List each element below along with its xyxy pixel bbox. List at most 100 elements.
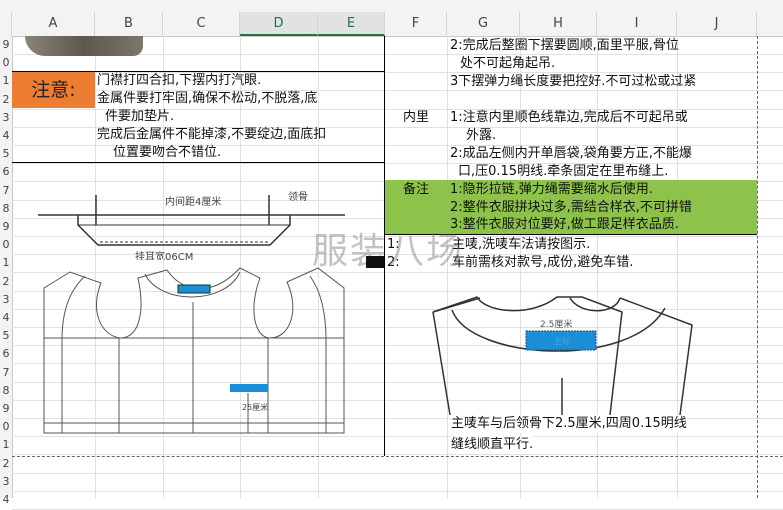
notice-line: 金属件要打牢固,确保不松动,不脱落,底 [97,91,318,106]
grid-row-line [12,345,783,347]
diagram-top-label: 内间距4厘米 [165,195,221,208]
row-header[interactable]: 7 [2,183,10,197]
remarks-line: 1:隐形拉链,弹力绳需要缩水后使用. [450,182,653,197]
row-header[interactable]: 6 [2,347,10,361]
row-header[interactable]: 2 [2,456,10,470]
grid-row-line [12,126,783,128]
row-header[interactable]: 4 [2,129,10,142]
row-header[interactable]: 1 [2,256,10,270]
row-header[interactable]: 9 [2,220,10,233]
grid-row-line [12,327,783,328]
row-header[interactable]: 5 [2,147,10,161]
grid-row-line [12,254,783,256]
row-header[interactable]: 0 [2,420,10,434]
row-header[interactable]: 8 [2,201,10,215]
watermark: 服装八场 [312,231,465,272]
column-header-b[interactable]: B [95,12,163,36]
grid-row-line [12,272,783,274]
row-header[interactable]: 3 [2,474,10,488]
notice-label: 注意: [12,72,95,108]
lining-line: 外露. [466,128,497,143]
row-header[interactable]: 7 [2,365,10,379]
notice-line: 件要加垫片. [105,109,175,124]
label-num: 1: [387,237,400,252]
diagram-bottom-label: 挂耳宽06CM [135,250,193,260]
grid-row-line [12,399,783,401]
grid-column-line [95,36,96,498]
garment-pattern-diagram: 25厘米 [43,267,345,434]
column-header-h[interactable]: H [520,12,597,36]
row-header[interactable]: 0 [2,56,10,70]
grid-column-line [447,36,448,498]
grid-row-line [12,108,783,110]
distance-label: 25厘米 [242,402,268,412]
grid-column-line [240,36,241,498]
caption-line: 主唛车与后领骨下2.5厘米,四周0.15明线 [451,415,687,433]
row-header[interactable]: 3 [2,110,10,124]
grid-row-line [12,418,783,419]
column-header-f[interactable]: F [385,12,447,36]
row-header[interactable]: 0 [2,238,10,252]
select-all-corner[interactable] [0,12,12,36]
column-header-bar: A B C D E F G H I J [0,12,783,37]
main-label-tag [177,284,211,294]
grid-column-line [677,36,678,498]
row-header[interactable]: 9 [2,38,10,51]
notice-line: 门襟打四合扣,下摆内打汽眼. [97,73,262,88]
remarks-line: 3:整件衣服对位要好,做工跟足样衣品质. [450,217,679,232]
notice-line: 位置要吻合不错位. [113,145,222,160]
row-header[interactable]: 6 [2,165,10,179]
grid-row-line [12,381,783,383]
grid-row-line [12,363,783,365]
remarks-label: 备注 [403,182,430,197]
label-num: 2: [387,255,400,270]
lining-label: 内里 [403,110,430,125]
border [385,234,757,235]
row-header[interactable]: 9 [2,402,10,415]
row-header[interactable]: 8 [2,383,10,397]
grid-row-line [12,236,783,237]
grid-column-line [597,36,598,498]
distance-label: 2.5厘米 [540,318,572,330]
back-collar-diagram: 主标 2.5厘米 [432,296,693,415]
row-header[interactable]: 2 [2,92,10,106]
lining-line: 口,压0.15明线.牵条固定在里布缝上. [458,164,669,179]
page-break [757,36,758,498]
label-line: 主唛,洗唛车法请按图示. [452,237,591,252]
hem-line: 2:完成后整圈下摆要圆顺,面里平服,骨位 [450,38,679,53]
grid-row-line [12,308,783,310]
grid-row-line [12,163,783,165]
grid-column-line [318,36,319,498]
column-header-e[interactable]: E [318,12,385,36]
row-header[interactable]: 5 [2,329,10,343]
product-photo [25,36,143,56]
grid-row-line [12,290,783,292]
row-header[interactable]: 3 [2,292,10,306]
notice-line: 完成后金属件不能掉漆,不要绽边,面底扣 [97,127,327,142]
column-header-g[interactable]: G [447,12,520,36]
label-line: 车前需核对款号,成份,避免车错. [452,255,634,270]
remarks-line: 2:整件衣服拼块过多,需结合样衣,不可拼错 [450,200,692,215]
row-header[interactable]: 4 [2,493,10,506]
column-header-j[interactable]: J [677,12,757,36]
grid-row-line [12,490,783,492]
remarks-band [385,180,757,234]
row-header[interactable]: 1 [2,74,10,88]
grid-column-line [163,36,164,498]
row-header[interactable]: 4 [2,311,10,324]
column-header-a[interactable]: A [12,12,95,36]
grid-row-line [12,72,783,74]
row-header[interactable]: 1 [2,438,10,452]
lining-line: 2:成品左侧内开单唇袋,袋角要方正,不能爆 [450,146,692,161]
caption-line: 缝线顺直平行. [451,436,534,454]
column-header-i[interactable]: I [597,12,677,36]
main-label-tag [525,330,597,351]
row-header[interactable]: 2 [2,274,10,288]
column-header-d[interactable]: D [240,12,318,36]
label-tag-text: 主标 [554,336,570,346]
grid-row-line [12,454,783,456]
grid-column-line [520,36,521,498]
column-header-c[interactable]: C [163,12,240,36]
grid-row-line [12,436,783,438]
grid-row-line [12,145,783,146]
